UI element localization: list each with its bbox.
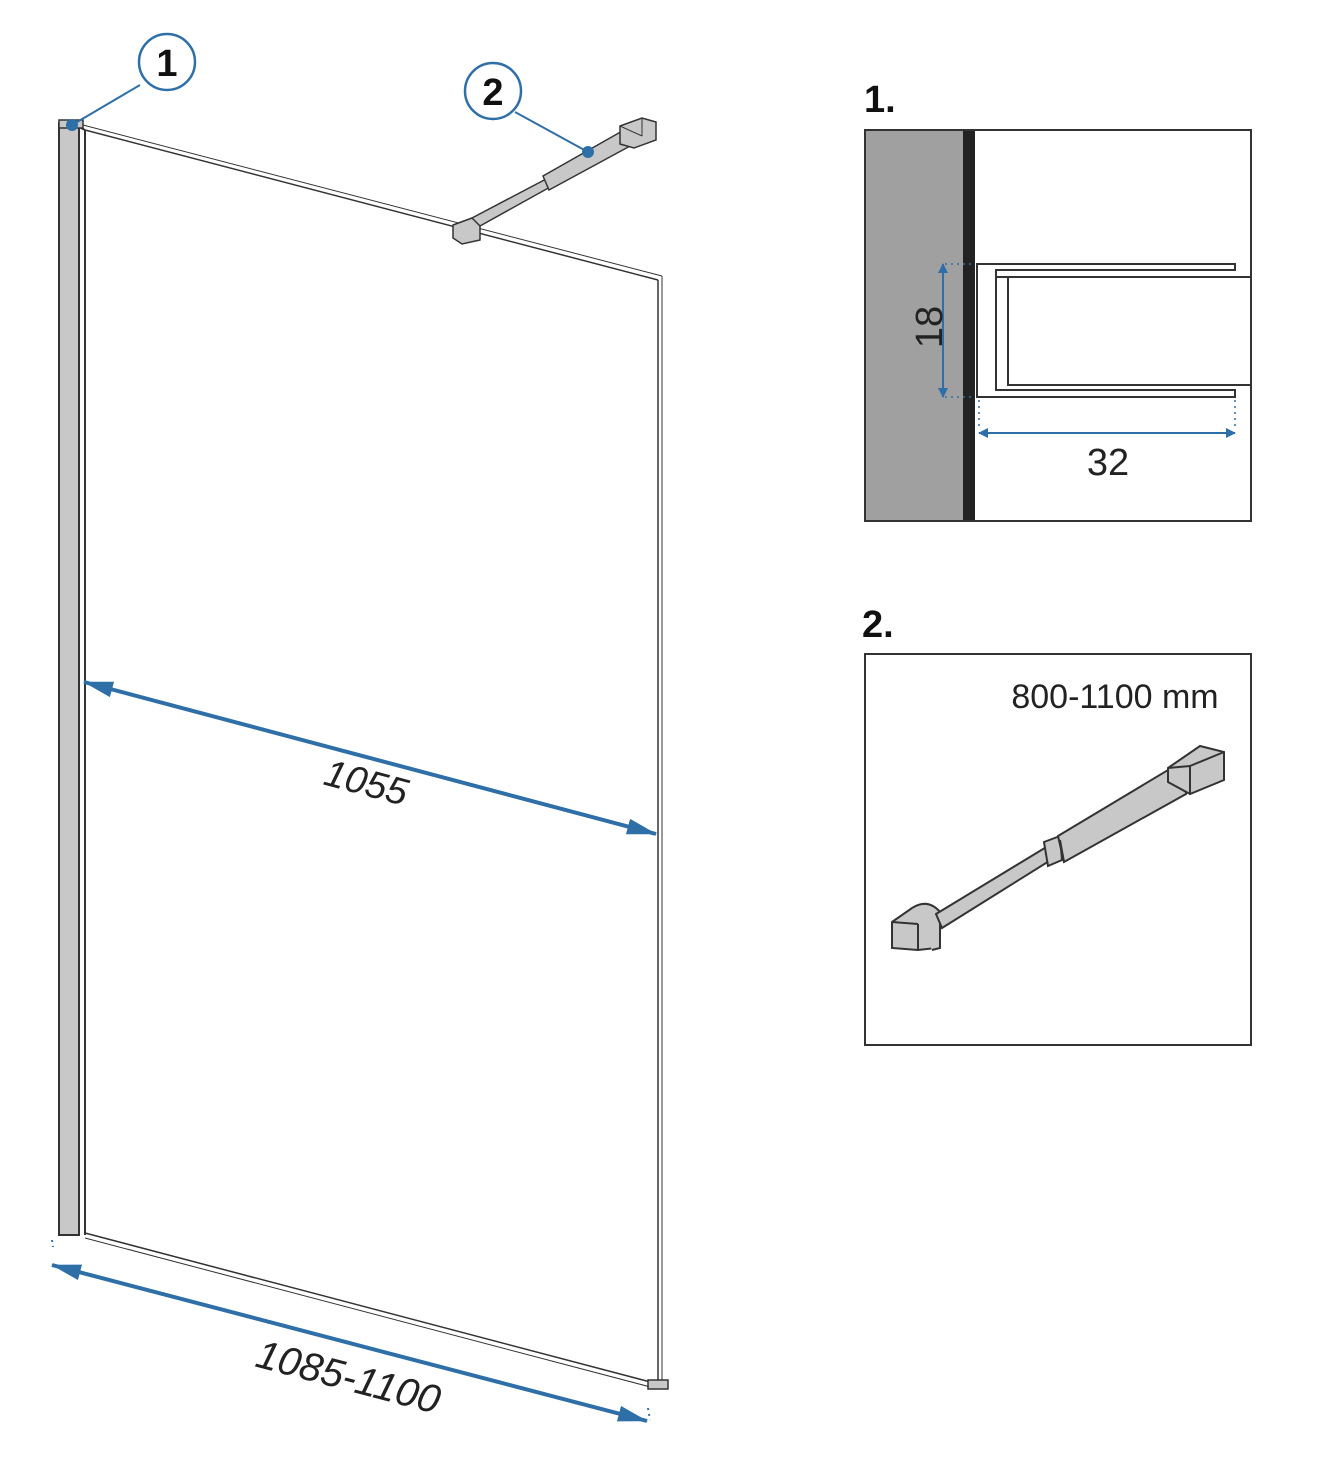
u-profile-section — [976, 263, 1251, 398]
wall-profile — [58, 119, 86, 1236]
glass-width-label: 1055 — [320, 752, 413, 815]
wall-edge — [963, 130, 975, 521]
callout-2: 2 — [463, 61, 594, 158]
detail-2: 2. 800-1100 mm — [862, 604, 1252, 1046]
profile-height-dimension: 18 — [909, 263, 973, 398]
callout-1: 1 — [66, 32, 197, 131]
callout-1-label: 1 — [156, 43, 177, 85]
total-width-dimension: 1085-1100 — [51, 1239, 651, 1423]
total-width-label: 1085-1100 — [252, 1332, 445, 1422]
detail-2-range-label: 800-1100 mm — [1011, 678, 1218, 716]
glass-width-dimension: 1055 — [83, 680, 657, 836]
profile-depth-dimension: 32 — [978, 400, 1236, 484]
profile-height-label: 18 — [909, 306, 951, 348]
stabilizer-bar — [452, 117, 657, 245]
stabilizer-bar-detail — [891, 744, 1225, 952]
detail-1: 1. 18 32 — [864, 79, 1252, 522]
detail-2-title: 2. — [862, 604, 894, 646]
profile-depth-label: 32 — [1087, 442, 1129, 484]
main-view: 1 2 1055 1085-1100 — [51, 32, 669, 1423]
glass-panel — [82, 124, 669, 1390]
detail-1-title: 1. — [864, 79, 896, 121]
wall-section — [865, 130, 965, 521]
callout-2-label: 2 — [482, 72, 503, 114]
